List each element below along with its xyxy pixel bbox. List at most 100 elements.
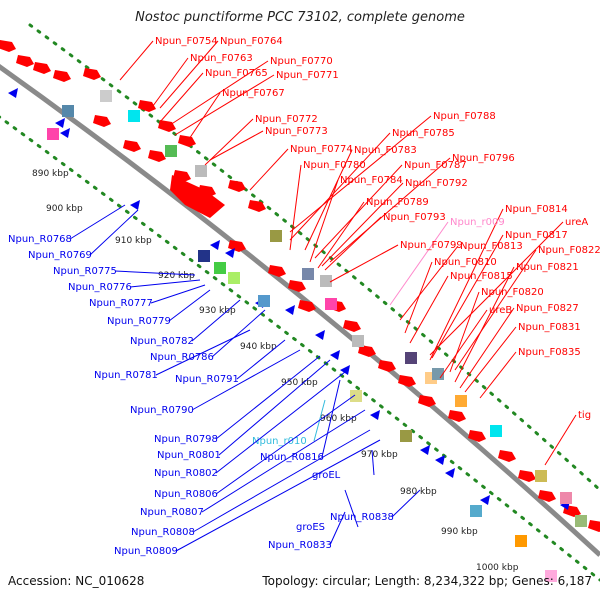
gene-feature-box (455, 395, 467, 407)
forward-gene-glyph (288, 280, 306, 292)
reverse-gene-leader-line (371, 449, 375, 476)
topology-summary: Topology: circular; Length: 8,234,322 bp… (262, 574, 592, 588)
gene-feature-box (62, 105, 74, 117)
gene-feature-box (214, 262, 226, 274)
reverse-gene-label: Npun_R0775 (53, 266, 117, 277)
reverse-gene-leader-line (69, 204, 126, 240)
scale-tick-label: 990 kbp (441, 527, 478, 537)
forward-gene-leader-line (321, 182, 404, 267)
forward-gene-leader-line (329, 157, 451, 263)
forward-gene-leader-line (249, 148, 289, 191)
forward-gene-glyph (268, 265, 286, 277)
forward-gene-glyph (138, 100, 156, 112)
forward-gene-label: Npun_F0784 (340, 175, 403, 186)
forward-gene-leader-line (289, 164, 302, 251)
forward-gene-label: Npun_F0774 (290, 144, 353, 155)
reverse-gene-label: Npun_R0790 (130, 405, 194, 416)
gene-feature-box (228, 272, 240, 284)
reverse-gene-glyph (210, 240, 220, 250)
reverse-gene-label: groEL (312, 470, 341, 481)
scale-tick-label: 960 kbp (320, 414, 357, 424)
reverse-gene-label: Npun_R0781 (94, 370, 158, 381)
forward-gene-leader-line (449, 291, 480, 373)
outer-guide-line (28, 23, 600, 492)
reverse-gene-leader-line (192, 429, 371, 533)
forward-gene-label: Npun_F0772 (255, 114, 318, 125)
gene-feature-box (258, 295, 270, 307)
forward-gene-label: Npun_F0767 (222, 88, 285, 99)
reverse-gene-leader-line (155, 329, 251, 376)
forward-gene-leader-line (409, 275, 449, 344)
forward-gene-leader-line (317, 201, 365, 269)
reverse-gene-label: Npun_R0786 (150, 352, 214, 363)
forward-gene-leader-line (119, 40, 154, 81)
gene-feature-box (302, 268, 314, 280)
reverse-gene-label: Npun_r010 (252, 436, 307, 447)
scale-tick-label: 930 kbp (199, 306, 236, 316)
forward-gene-glyph (588, 520, 600, 532)
forward-gene-label: Npun_F0789 (366, 197, 429, 208)
reverse-gene-label: Npun_R0833 (268, 540, 332, 551)
forward-gene-label: tig (578, 410, 591, 421)
gene-feature-box (325, 298, 337, 310)
forward-gene-label: Npun_r009 (450, 217, 505, 228)
reverse-gene-leader-line (391, 489, 421, 518)
forward-gene-glyph (418, 395, 436, 407)
reverse-gene-glyph (60, 128, 70, 138)
genome-title: Nostoc punctiforme PCC 73102, complete g… (135, 10, 465, 25)
forward-gene-glyph (33, 62, 51, 74)
reverse-gene-glyph (55, 118, 65, 128)
forward-gene-label: Npun_F0827 (516, 303, 579, 314)
reverse-gene-glyph (435, 455, 445, 465)
gene-feature-box (515, 535, 527, 547)
reverse-gene-leader-line (321, 379, 341, 458)
reverse-gene-label: Npun_R0779 (107, 316, 171, 327)
forward-gene-glyph (0, 40, 16, 52)
forward-gene-glyph (248, 200, 266, 212)
forward-gene-leader-line (479, 351, 517, 399)
forward-gene-leader-line (169, 60, 269, 126)
reverse-gene-leader-line (191, 349, 301, 411)
gene-feature-box (195, 165, 207, 177)
forward-gene-glyph (448, 410, 466, 422)
reverse-gene-glyph (130, 200, 140, 210)
forward-gene-leader-line (204, 118, 254, 166)
reverse-gene-leader-line (329, 511, 346, 546)
reverse-gene-label: Npun_R0801 (157, 450, 221, 461)
reverse-gene-label: Npun_R0806 (154, 489, 218, 500)
forward-gene-label: Npun_F0764 (220, 36, 283, 47)
reverse-gene-glyph (225, 248, 235, 258)
forward-gene-leader-line (209, 130, 264, 161)
forward-gene-label: Npun_F0763 (190, 53, 253, 64)
forward-gene-label: Npun_F0754 (155, 36, 218, 47)
forward-gene-label: Npun_F0770 (270, 56, 333, 67)
gene-feature-box (535, 470, 547, 482)
reverse-gene-label: Npun_R0802 (154, 468, 218, 479)
forward-gene-glyph (298, 300, 316, 312)
reverse-gene-glyph (420, 445, 430, 455)
forward-gene-label: Npun_F0822 (538, 245, 600, 256)
scale-tick-label: 910 kbp (115, 236, 152, 246)
gene-feature-box (100, 90, 112, 102)
gene-feature-box (560, 492, 572, 504)
gene-feature-box (545, 570, 557, 582)
forward-gene-glyph (93, 115, 111, 127)
forward-gene-label: ureB (489, 305, 512, 316)
reverse-gene-leader-line (114, 270, 196, 276)
forward-gene-leader-line (324, 216, 382, 271)
forward-gene-label: Npun_F0765 (205, 68, 268, 79)
forward-gene-leader-line (174, 74, 275, 136)
reverse-gene-label: Npun_R0798 (154, 434, 218, 445)
reverse-gene-leader-line (175, 439, 381, 552)
forward-gene-glyph (170, 175, 225, 218)
forward-gene-leader-line (159, 40, 219, 109)
forward-gene-glyph (16, 55, 34, 67)
forward-gene-leader-line (439, 309, 488, 379)
forward-gene-label: Npun_F0783 (354, 145, 417, 156)
reverse-gene-leader-line (201, 409, 366, 513)
forward-gene-leader-line (429, 221, 564, 356)
reverse-gene-leader-line (168, 289, 211, 322)
scale-tick-label: 920 kbp (158, 271, 195, 281)
forward-gene-glyph (538, 490, 556, 502)
